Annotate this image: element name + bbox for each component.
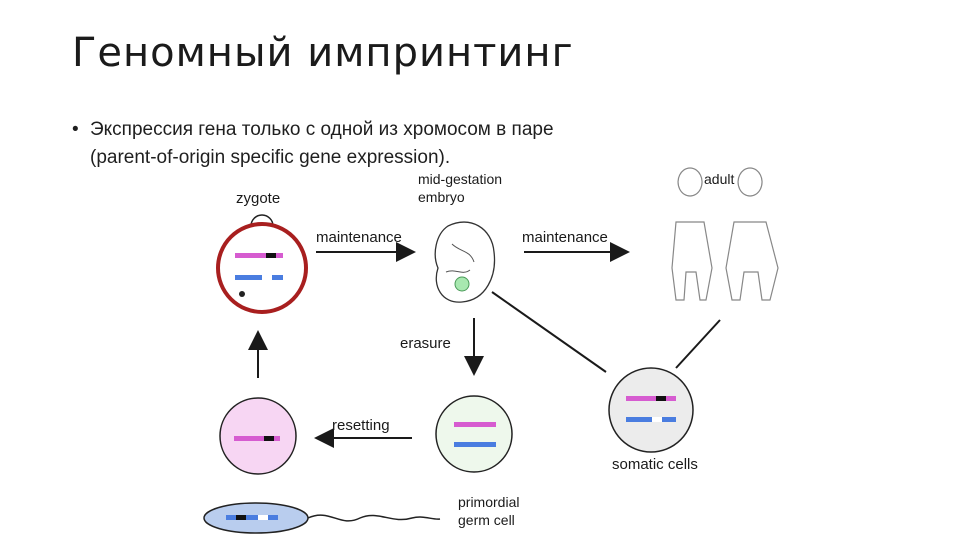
zygote-paternal-chromosome xyxy=(235,275,283,280)
sperm-mark-dark xyxy=(236,515,246,520)
zygote-label: zygote xyxy=(236,190,280,207)
pgc-label-line2: germ cell xyxy=(458,512,515,528)
somatic-cell: somatic cells xyxy=(608,367,698,473)
embryo-outline xyxy=(434,221,496,303)
somatic-membrane xyxy=(608,367,694,453)
sperm-cell xyxy=(203,502,441,534)
embryo-to-somatic-line xyxy=(491,291,607,373)
slide-title: Геномный импринтинг xyxy=(72,30,574,76)
adult-female-icon xyxy=(671,167,713,301)
bullet-text-line1: Экспрессия гена только с одной из хромос… xyxy=(90,119,554,140)
bullet-item: • Экспрессия гена только с одной из хром… xyxy=(72,116,832,172)
adult-male-icon xyxy=(725,167,779,301)
maintenance-label-1: maintenance xyxy=(316,229,402,246)
sperm-paternal-chromosome xyxy=(226,515,278,520)
embryo-detail xyxy=(445,243,475,273)
oocyte-cell xyxy=(219,397,297,475)
pgc-maternal-chromosome xyxy=(454,422,496,427)
adult-to-somatic-line xyxy=(675,319,721,369)
embryo-germ-cells xyxy=(454,276,470,292)
zygote-maternal-chromosome xyxy=(235,253,283,258)
primordial-germ-cell: primordial germ cell xyxy=(435,395,519,528)
mid-gestation-label: mid-gestation xyxy=(418,171,502,187)
pgc-membrane xyxy=(435,395,513,473)
adult-figures: adult xyxy=(671,167,779,301)
resetting-label: resetting xyxy=(332,417,390,434)
somatic-mark-dark xyxy=(656,396,666,401)
somatic-paternal-chromosome xyxy=(626,417,676,422)
pgc-label-line1: primordial xyxy=(458,494,519,510)
embryo-figure: mid-gestation embryo xyxy=(418,171,502,303)
somatic-cells-label: somatic cells xyxy=(612,456,698,473)
oocyte-mark xyxy=(264,436,274,441)
oocyte-maternal-chromosome xyxy=(234,436,280,441)
erasure-label: erasure xyxy=(400,335,451,352)
sperm-mark-light xyxy=(258,515,268,520)
maintenance-label-2: maintenance xyxy=(522,229,608,246)
embryo-label: embryo xyxy=(418,189,465,205)
bullet-marker: • xyxy=(72,119,79,140)
pgc-paternal-chromosome xyxy=(454,442,496,447)
bullet-text-line2: (parent-of-origin specific gene expressi… xyxy=(90,147,451,168)
somatic-mark-light xyxy=(652,417,662,422)
sperm-tail xyxy=(307,514,441,522)
zygote-cell: zygote xyxy=(216,190,308,314)
somatic-maternal-chromosome xyxy=(626,396,676,401)
zygote-membrane xyxy=(216,222,308,314)
adult-label: adult xyxy=(704,171,734,187)
sperm-remnant xyxy=(239,291,245,297)
